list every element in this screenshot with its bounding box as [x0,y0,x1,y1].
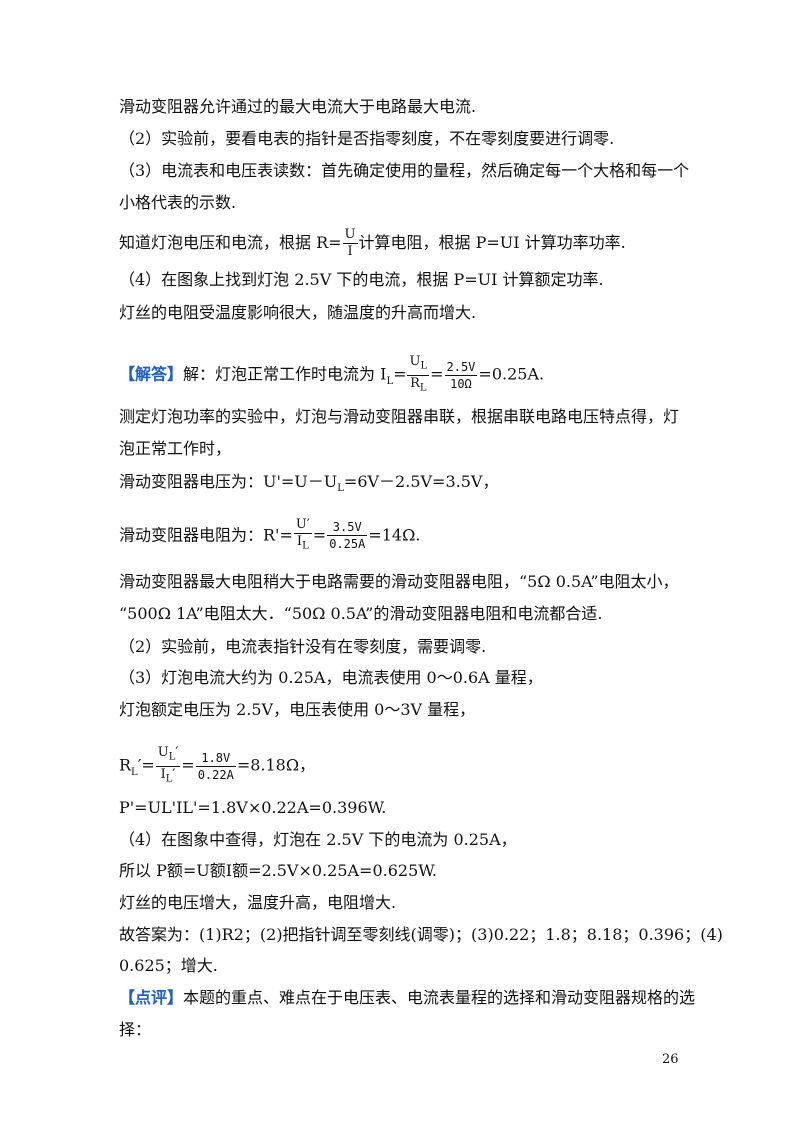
text-line: 滑动变阻器最大电阻稍大于电路需要的滑动变阻器电阻，“5Ω 0.5A”电阻太小， [119,572,679,591]
text-line: （2）实验前，要看电表的指针是否指零刻度，不在零刻度要进行调零. [119,129,615,148]
fraction: UL′IL′ [155,745,181,785]
voltage-line: 滑动变阻器电压为：U'=U－UL=6V－2.5V=3.5V， [119,472,499,495]
text-line: 测定灯泡功率的实验中，灯泡与滑动变阻器串联，根据串联电路电压特点得，灯 [119,407,680,426]
review-tag: 【点评】 [119,988,184,1007]
text-line: 小格代表的示数. [119,193,237,212]
text-line: （2）实验前，电流表指针没有在零刻度，需要调零. [119,637,487,656]
text-line: （3）灯泡电流大约为 0.25A，电流表使用 0～0.6A 量程， [119,668,543,687]
text-line: 所以 P额=U额I额=2.5V×0.25A=0.625W. [119,861,438,880]
text-line: “500Ω 1A”电阻太大．“50Ω 0.5A”的滑动变阻器电阻和电流都合适. [119,604,603,623]
review-line: 【点评】本题的重点、难点在于电压表、电流表量程的选择和滑动变阻器规格的选 [119,988,696,1007]
text-line: 择： [119,1020,152,1039]
answer-tag: 【解答】 [119,364,184,384]
text-line: P'=UL'IL'=1.8V×0.22A=0.396W. [119,798,387,817]
text-line: 灯丝的电阻受温度影响很大，随温度的升高而增大. [119,303,477,322]
text-line: 0.625；增大. [119,956,218,975]
text-line: 滑动变阻器允许通过的最大电流大于电路最大电流. [119,97,477,116]
text-line: （3）电流表和电压表读数：首先确定使用的量程，然后确定每一个大格和每一个 [119,161,690,180]
answer-summary-line: 故答案为：(1)R2；(2)把指针调至零刻线(调零)；(3)0.22；1.8；8… [119,925,723,944]
text-line: 泡正常工作时， [119,439,232,458]
fraction: U′IL [293,517,312,552]
text-line: 灯泡额定电压为 2.5V，电压表使用 0～3V 量程， [119,700,476,719]
page-number: 26 [662,1052,679,1067]
text-line: 灯丝的电压增大，温度升高，电阻增大. [119,893,397,912]
text-line: （4）在图象中查得，灯泡在 2.5V 下的电流为 0.25A， [119,830,517,849]
text-line: （4）在图象上找到灯泡 2.5V 下的电流，根据 P=UI 计算额定功率. [119,270,604,289]
